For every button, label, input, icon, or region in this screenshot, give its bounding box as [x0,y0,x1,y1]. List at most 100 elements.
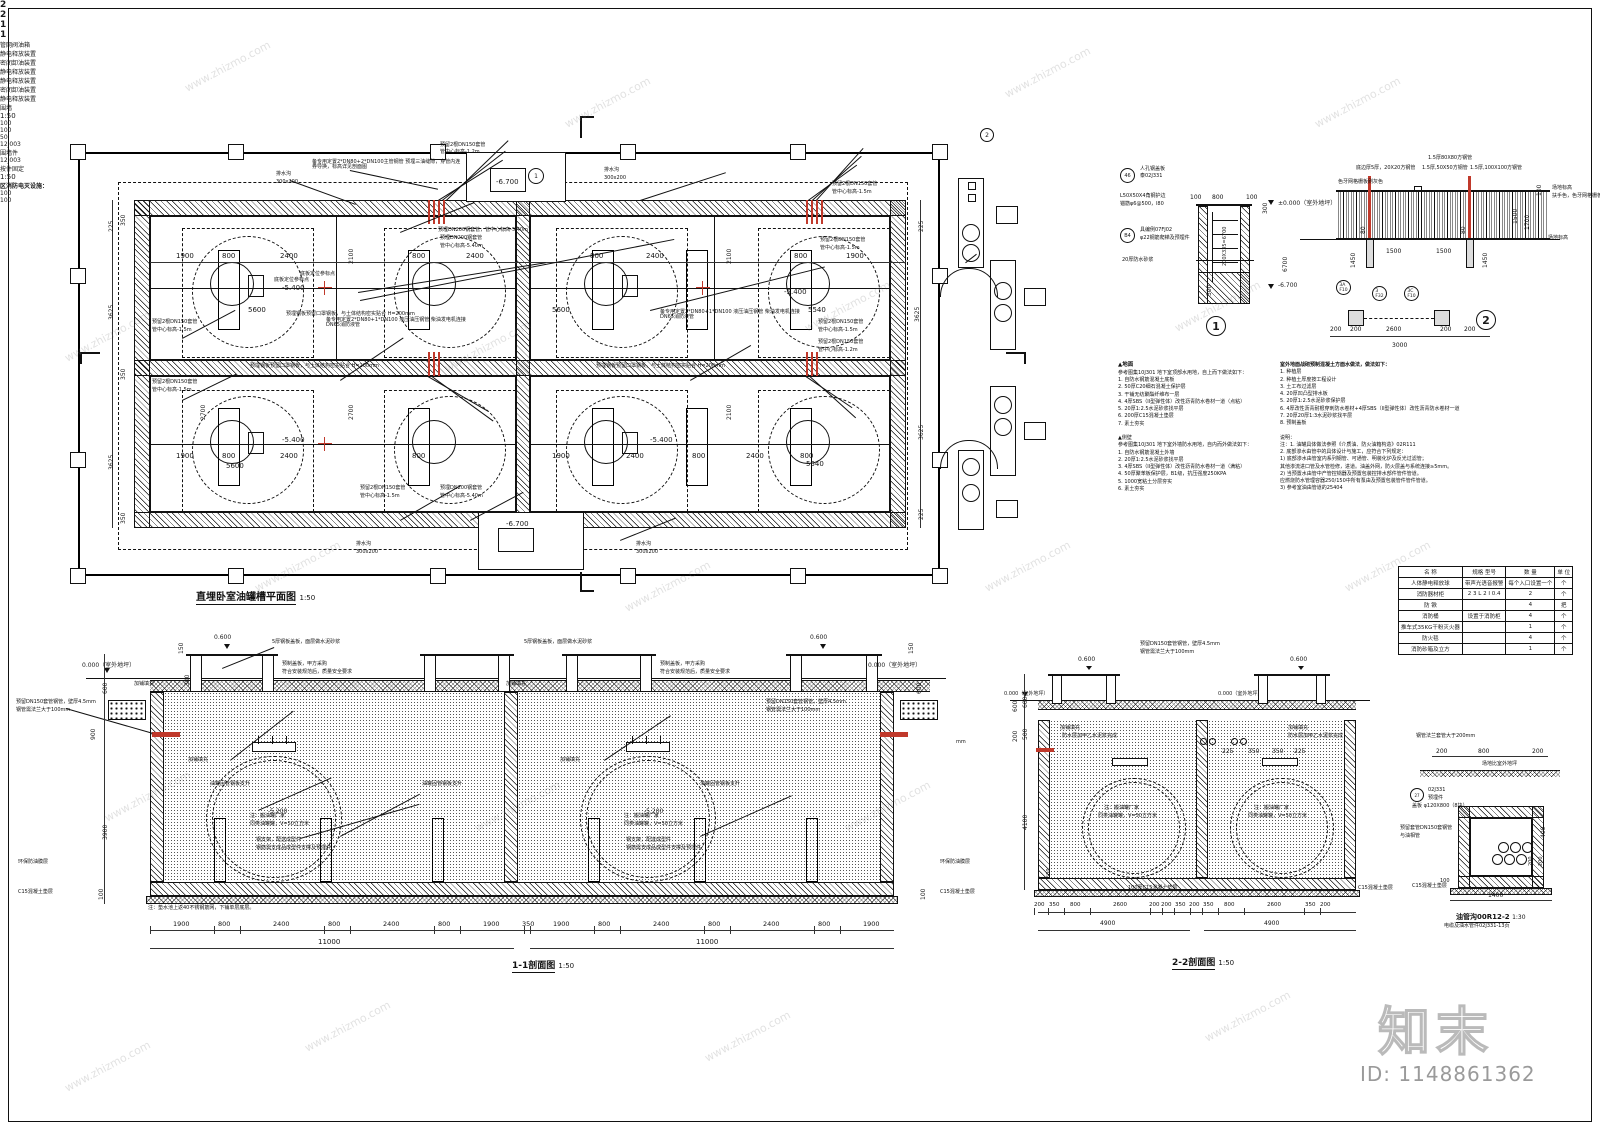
detail-2-label: 1.5厚,50X50方钢管 [1422,165,1468,171]
dim-value: 3625 [108,454,115,470]
fence-footing [1366,238,1374,268]
section-label: 防水层加甲乙水泥浆完成 [1288,733,1344,739]
table-cell: 个 [1554,610,1574,622]
section-label: 5厚钢板盖板，面层做水泥砂浆 [524,639,593,645]
shaft-ladder [1212,212,1213,282]
material-table-block: 区消防电灭设施： 名 称规格 型号数 量单 位 人体静电释放球带声光语音报警每个… [0,181,1600,655]
elevation-tag: 0.000（室外地坪） [1004,691,1049,697]
plan-note: 备专用定置2*DN80+2*DN100主管钢管 预埋三油缝隙，穿管内连券导换，标… [312,159,461,171]
dim-value: 800 [590,252,604,260]
trench-label: 盖板 φ120X800（8块） [1412,803,1468,809]
detail-ref-bubble: 46 [1120,168,1135,183]
dim-value: 200 [1330,326,1342,333]
table-cell: 2 [1505,588,1556,600]
dim-value: 100 [920,888,927,900]
dim-value: 2600 [1386,326,1402,333]
dim-value: 5600 [552,306,570,314]
plan-title: 直埋卧室油罐槽平面图 1:50 [196,588,315,605]
note-line: 7. 20厚20厚1:3水泥砂浆找平层 [1280,412,1353,419]
note-line: ▲侧壁 [1118,435,1132,442]
section-1-1-title-text: 1-1剖面图 [512,961,556,971]
total-dim-line [530,948,894,949]
plan-note: 管中心标高-1.5m [152,387,192,393]
dim-value: 3625 [108,304,115,320]
section-label: 钢管需法兰大于100mm [766,707,821,713]
dim-value: 100 [1246,194,1258,201]
section-label: 注：搬油罐厂家 [1104,805,1140,811]
tank-fitting [626,742,670,752]
dim-value: 150 [178,642,185,654]
section-label: 环保防油膜层 [940,859,971,865]
section-label: 注：搬油罐厂家 [1254,805,1290,811]
detail-2-view: 1.5厚80X80方钢管 底边厚5厚，20X20方钢管 1.5厚,50X50方钢… [0,120,1600,349]
plan-column [70,452,86,468]
tank-nozzle [248,275,264,297]
axis-line [530,288,890,289]
table-cell: 设置于消防柜 [1461,610,1507,622]
dim-value: 1900 [176,252,194,260]
plan-note-duct-size: 300x200 [636,549,659,555]
detail-1-bubble[interactable]: 1 [1206,316,1226,336]
table-cell: 把 [1554,599,1574,611]
detail-2-label: 12J003 [0,141,21,148]
fence-mullion [1418,190,1419,238]
material-table-caption: 区消防电灭设施： [0,183,49,190]
section-label: 加铺填充 [1288,725,1309,731]
dim-tick [1190,908,1191,915]
detail-bubble-2[interactable]: 2 [980,128,994,142]
section-label: 同类油罐罐，V=50立方米 [624,821,683,827]
detail-2-label: 扶手色，色牙网格栅板刷灰色 [1552,193,1600,199]
dim-value: 350 [1248,748,1260,755]
equip-valve-box [958,178,984,268]
plan-column [228,568,244,584]
tank-outline [394,396,506,504]
dim-value: 200 [1532,748,1544,755]
equip-label: 静电释放装置 [0,69,37,76]
fence-cap [1414,186,1422,192]
dim-tick [214,926,215,934]
note-line: 4. 4厚SBS（II型弹性体）改性沥青防水卷材一道（点粘） [1118,398,1246,405]
material-table-header: 名 称规格 型号数 量单 位 [1398,566,1574,578]
note-line: 1) 底部渗水由管室内系列钢管、可通管、明装化炉及反光过滤管； [1280,456,1427,463]
trench-label: 场地比室外地坪 [1482,761,1518,767]
tank-saddle [218,408,240,486]
dim-value: 2400 [383,920,400,928]
manhole-inner [490,168,526,192]
tank-saddle [592,408,614,486]
equip-valve-box [990,386,1016,476]
dim-value: 800 [1212,194,1224,201]
tank-section-inner [1236,782,1328,874]
plan-note: 管中心标高-1.2m [440,149,480,155]
equip-valve-box [990,260,1016,350]
detail-2-label: 按件固定 [0,166,25,173]
tank-support [320,818,332,882]
detail-2-bubble[interactable]: 2 [1476,310,1496,330]
section-label: 预制盖板，甲方采购 [282,661,328,667]
detail-bubble-1[interactable]: 1 [528,168,544,184]
manhole-neck [262,654,274,692]
plan-note: 备专用定置2*DN80+1*DN100 液压油压钢管 柴油发电机连接DN65消防… [326,317,466,329]
elevation-symbol [104,668,110,673]
table-cell: 4 [1505,610,1556,622]
dim-value: 500 [1022,728,1029,740]
trench-blinding [1450,888,1552,895]
elevation-symbol [1086,666,1092,670]
plan-note: 管中心标高-1.2m [818,347,858,353]
tank-saddle [592,250,614,330]
pipe-end [1231,738,1238,745]
tank-vent [286,736,287,744]
equip-gauge [962,224,980,242]
tank-saddle [686,250,708,330]
material-table-col: 规格 型号 [1461,566,1507,578]
note-line: 2. 50厚C20细石混凝土保护层 [1118,384,1186,391]
tank-section [580,756,716,882]
tank-nozzle [248,432,264,454]
dim-value: 1450 [1350,252,1357,268]
note-line [1118,428,1252,435]
dim-value: 350 [120,368,127,380]
note-line: 7. 素土夯实 [1118,420,1145,427]
detail-2-label: 1.5厚,100X100方钢管 [1470,165,1523,171]
dim-line [1330,336,1490,337]
axis-line [150,444,516,445]
